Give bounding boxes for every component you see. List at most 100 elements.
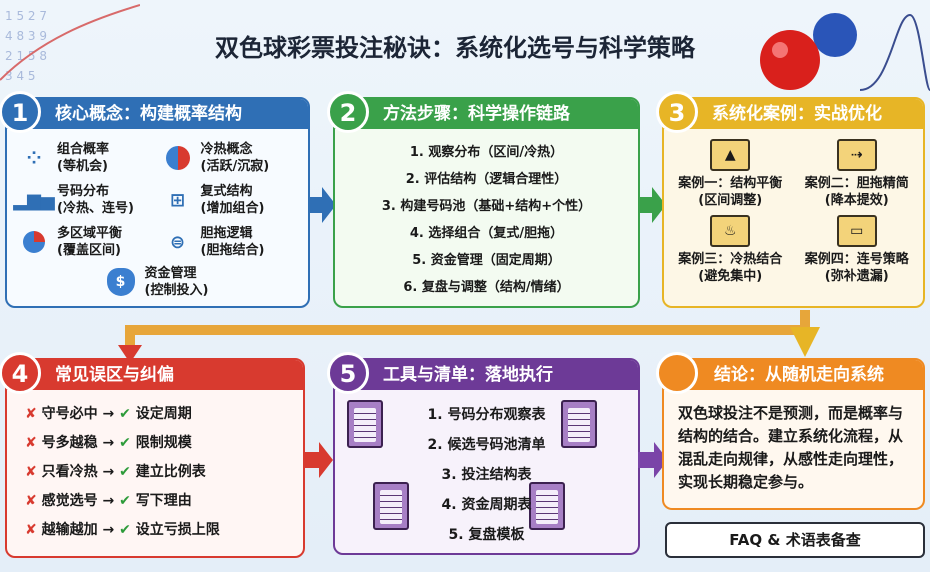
myth-row: ✘ 只看冷热 → ✔ 建立比例表 — [25, 464, 206, 480]
case-label: 案例三：冷热结合 — [678, 252, 783, 267]
hot-cold-icon — [165, 145, 191, 171]
concept-item: 多区域平衡 (覆盖区间) — [21, 225, 155, 259]
case-sub: (弥补遗漏) — [824, 269, 889, 284]
step-number: 1 — [0, 91, 41, 133]
step-item: 3. 构建号码池（基础+结构+个性） — [381, 199, 592, 214]
case-item: ▲案例一：结构平衡(区间调整) — [670, 139, 791, 209]
case-item: ▭ 案例四：连号策略 (弥补遗漏) — [797, 215, 918, 285]
section-title: 方法步骤：科学操作链路 — [383, 104, 570, 124]
cross-icon: ✘ — [25, 435, 37, 451]
item-label: 冷热概念 — [200, 142, 253, 157]
flame-icon: ♨ — [710, 215, 751, 247]
concept-item: ⊜胆拖逻辑(胆拖结合) — [165, 225, 299, 259]
layout-icon: ▭ — [836, 215, 877, 247]
myth-row: ✘ 守号必中 → ✔ 设定周期 — [25, 406, 192, 422]
bar-chart-icon: ▂▆▅ — [13, 189, 55, 211]
item-label: 多区域平衡 — [57, 226, 123, 241]
item-sub: (冷热、连号) — [57, 201, 134, 216]
concept-item: ⁘组合概率(等机会) — [21, 141, 155, 175]
svg-text:1 5 2 7: 1 5 2 7 — [5, 9, 47, 23]
step-item: 6. 复盘与调整（结构/情绪） — [403, 280, 570, 295]
check-icon: ✔ — [119, 493, 131, 509]
section-title: 结论：从随机走向系统 — [714, 365, 884, 385]
step-number: 3 — [656, 91, 698, 133]
check-icon: ✔ — [119, 464, 131, 480]
svg-text:4 8 3 9: 4 8 3 9 — [5, 29, 47, 43]
check-icon: ✔ — [119, 406, 131, 422]
myth-wrong: 越输越加 — [41, 522, 98, 538]
cross-icon: ✘ — [25, 493, 37, 509]
myth-right: 设立亏损上限 — [135, 522, 220, 538]
concept-item: $ 资金管理 (控制投入) — [7, 265, 308, 299]
arrow-right-icon — [303, 442, 333, 478]
section-method-steps: 2 方法步骤：科学操作链路 1. 观察分布（区间/冷热） 2. 评估结构（逻辑合理… — [327, 91, 640, 308]
myth-wrong: 感觉选号 — [41, 493, 98, 509]
section-title: 工具与清单：落地执行 — [383, 365, 553, 385]
money-bag-icon: $ — [106, 268, 135, 296]
item-sub: (增加组合) — [200, 201, 265, 216]
pie-chart-icon — [21, 229, 47, 255]
item-label: 复式结构 — [200, 184, 253, 199]
item-sub: (胆拖结合) — [200, 243, 265, 258]
case-item: ♨案例三：冷热结合(避免集中) — [670, 215, 791, 285]
myth-wrong: 守号必中 — [41, 406, 98, 422]
item-sub: (覆盖区间) — [57, 243, 121, 258]
check-icon: ✔ — [119, 435, 131, 451]
page-title: 双色球彩票投注秘诀：系统化选号与科学策略 — [215, 34, 695, 62]
arrow-right-icon — [638, 442, 668, 478]
conclusion-badge — [656, 352, 698, 394]
flow-icon: ⇢ — [836, 139, 877, 171]
case-label: 案例一：结构平衡 — [678, 176, 783, 191]
item-sub: (活跃/沉寂) — [200, 159, 270, 174]
lottery-balls-icon — [760, 13, 930, 91]
tool-item: 3. 投注结构表 — [441, 467, 532, 483]
section-case-studies: 3 系统化案例：实战优化 ▲案例一：结构平衡(区间调整) ⇢ 案例二：胆拖精简 (降本… — [656, 91, 925, 308]
section-conclusion: 结论：从随机走向系统 双色球投注不是预测，而是概率与结构的结合。建立系统化流程，… — [656, 352, 925, 510]
concept-item: ⊞复式结构(增加组合) — [165, 183, 299, 217]
network-icon: ⁘ — [26, 147, 42, 169]
item-label: 胆拖逻辑 — [200, 226, 253, 241]
step-number: 2 — [327, 91, 369, 133]
section-title: 系统化案例：实战优化 — [712, 104, 882, 124]
item-sub: (控制投入) — [144, 283, 209, 298]
tool-item: 5. 复盘模板 — [448, 527, 525, 543]
myth-row: ✘ 号多越稳 → ✔ 限制规模 — [25, 435, 192, 451]
faq-glossary-button[interactable]: FAQ & 术语表备查 — [665, 522, 925, 558]
myth-wrong: 只看冷热 — [41, 464, 98, 480]
concept-item: ▂▆▅号码分布 (冷热、连号) — [13, 183, 155, 217]
clipboard-icon — [347, 400, 383, 448]
myth-right: 建立比例表 — [135, 464, 206, 480]
check-icon: ✔ — [119, 522, 131, 538]
item-label: 号码分布 — [57, 184, 110, 199]
step-item: 2. 评估结构（逻辑合理性） — [405, 172, 568, 187]
myth-right: 写下理由 — [135, 493, 192, 509]
item-label: 资金管理 — [144, 266, 197, 281]
svg-text:3 4 5: 3 4 5 — [5, 69, 36, 83]
item-label: 组合概率 — [57, 142, 110, 157]
step-item: 1. 观察分布（区间/冷热） — [409, 145, 564, 160]
tool-item: 1. 号码分布观察表 — [427, 407, 546, 423]
arrow-right-icon — [638, 187, 666, 223]
cross-icon: ✘ — [25, 464, 37, 480]
svg-text:2 1 5 8: 2 1 5 8 — [5, 49, 47, 63]
conclusion-text: 双色球投注不是预测，而是概率与结构的结合。建立系统化流程，从混乱走向规律，从感性… — [678, 404, 904, 491]
step-item: 5. 资金管理（固定周期） — [412, 253, 561, 268]
clipboard-icon — [529, 482, 565, 530]
case-label: 案例四：连号策略 — [804, 252, 909, 267]
myth-row: ✘ 感觉选号 → ✔ 写下理由 — [25, 493, 192, 509]
section-title: 核心概念：构建概率结构 — [55, 104, 242, 124]
myth-right: 设定周期 — [135, 406, 192, 422]
case-sub: (降本提效) — [824, 193, 889, 208]
clipboard-icon — [373, 482, 409, 530]
myth-row: ✘ 越输越加 → ✔ 设立亏损上限 — [25, 522, 220, 538]
flow-arrow-return — [118, 310, 820, 363]
myth-right: 限制规模 — [135, 435, 192, 451]
case-label: 案例二：胆拖精简 — [804, 176, 909, 191]
step-number: 5 — [327, 352, 369, 394]
number-decoration: 1 5 2 7 4 8 3 9 2 1 5 8 3 4 5 — [0, 4, 140, 83]
clipboard-icon — [561, 400, 597, 448]
step-number: 4 — [0, 352, 41, 394]
